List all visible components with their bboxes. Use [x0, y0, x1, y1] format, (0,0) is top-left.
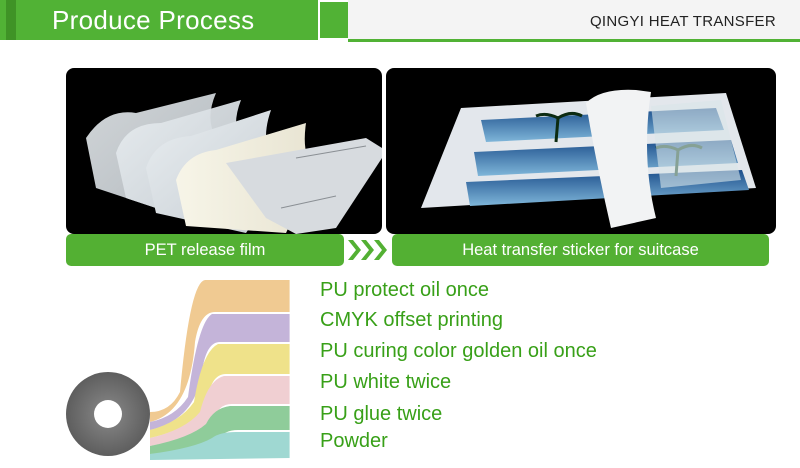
- sticker-illustration: [421, 89, 756, 228]
- layer-label: CMYK offset printing: [320, 309, 504, 331]
- layer-label: PU curing color golden oil once: [320, 340, 597, 362]
- layer-label: PU protect oil once: [320, 279, 489, 301]
- page-title: Produce Process: [52, 5, 255, 35]
- header-accent-bar: [6, 0, 16, 40]
- chevrons-right-icon: [348, 240, 387, 260]
- pet-film-photo: [66, 68, 382, 234]
- header-mid-block: [320, 2, 348, 38]
- pet-release-film-label: PET release film: [66, 234, 344, 266]
- header-divider: [318, 0, 320, 40]
- heat-transfer-sticker-label: Heat transfer sticker for suitcase: [392, 234, 769, 266]
- header-right-panel: QINGYI HEAT TRANSFER: [348, 0, 800, 40]
- layer-label: PU glue twice: [320, 403, 443, 425]
- header-underline: [348, 39, 800, 42]
- layer-structure-diagram: [66, 280, 291, 460]
- heat-transfer-sticker-photo: [386, 68, 776, 234]
- header-banner: [0, 0, 318, 40]
- brand-name: QINGYI HEAT TRANSFER: [589, 13, 776, 30]
- layer-label: PU white twice: [320, 371, 452, 393]
- layer-label: Powder: [320, 430, 388, 452]
- pet-film-illustration: [86, 93, 382, 234]
